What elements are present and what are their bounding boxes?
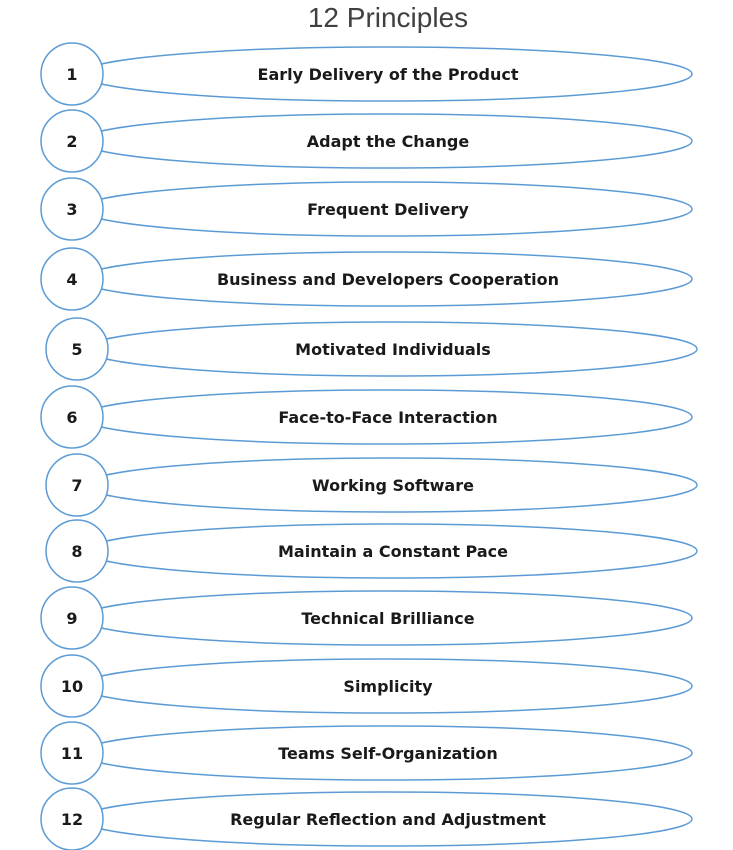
- principle-number: 4: [66, 270, 77, 289]
- principle-row: 5 Motivated Individuals: [45, 317, 698, 381]
- principle-number: 9: [66, 609, 77, 628]
- principle-row: 9 Technical Brilliance: [40, 586, 693, 650]
- number-circle: [40, 177, 104, 241]
- principle-number: 5: [71, 340, 82, 359]
- principle-number: 10: [61, 677, 83, 696]
- principle-label: Maintain a Constant Pace: [278, 542, 508, 561]
- principle-label: Early Delivery of the Product: [258, 65, 519, 84]
- principle-label: Frequent Delivery: [307, 200, 469, 219]
- principle-number: 2: [66, 132, 77, 151]
- principle-row: 12 Regular Reflection and Adjustment: [40, 787, 693, 850]
- number-circle: [40, 586, 104, 650]
- number-circle: [40, 42, 104, 106]
- principle-row: 10 Simplicity: [40, 654, 693, 718]
- number-circle: [45, 317, 109, 381]
- principle-label: Working Software: [312, 476, 474, 495]
- principle-row: 4 Business and Developers Cooperation: [40, 247, 693, 311]
- number-circle: [40, 247, 104, 311]
- principle-row: 2 Adapt the Change: [40, 109, 693, 173]
- principle-row: 11 Teams Self-Organization: [40, 721, 693, 785]
- principle-label: Face-to-Face Interaction: [278, 408, 497, 427]
- principle-number: 6: [66, 408, 77, 427]
- principle-label: Technical Brilliance: [301, 609, 474, 628]
- number-circle: [40, 385, 104, 449]
- principle-row: 3 Frequent Delivery: [40, 177, 693, 241]
- number-circle: [40, 721, 104, 785]
- principle-number: 7: [71, 476, 82, 495]
- principle-label: Adapt the Change: [307, 132, 470, 151]
- principle-number: 11: [61, 744, 83, 763]
- number-circle: [40, 787, 104, 850]
- number-circle: [45, 453, 109, 517]
- number-circle: [40, 654, 104, 718]
- number-circle: [40, 109, 104, 173]
- principle-number: 12: [61, 810, 83, 829]
- principle-row: 6 Face-to-Face Interaction: [40, 385, 693, 449]
- principle-label: Teams Self-Organization: [278, 744, 498, 763]
- principle-row: 1 Early Delivery of the Product: [40, 42, 693, 106]
- principle-label: Business and Developers Cooperation: [217, 270, 559, 289]
- principle-label: Motivated Individuals: [295, 340, 491, 359]
- principle-label: Regular Reflection and Adjustment: [230, 810, 546, 829]
- number-circle: [45, 519, 109, 583]
- principle-label: Simplicity: [343, 677, 433, 696]
- diagram-title: 12 Principles: [307, 2, 469, 33]
- principle-row: 7 Working Software: [45, 453, 698, 517]
- principle-number: 1: [66, 65, 77, 84]
- principle-number: 8: [71, 542, 82, 561]
- principle-row: 8 Maintain a Constant Pace: [45, 519, 698, 583]
- principle-number: 3: [66, 200, 77, 219]
